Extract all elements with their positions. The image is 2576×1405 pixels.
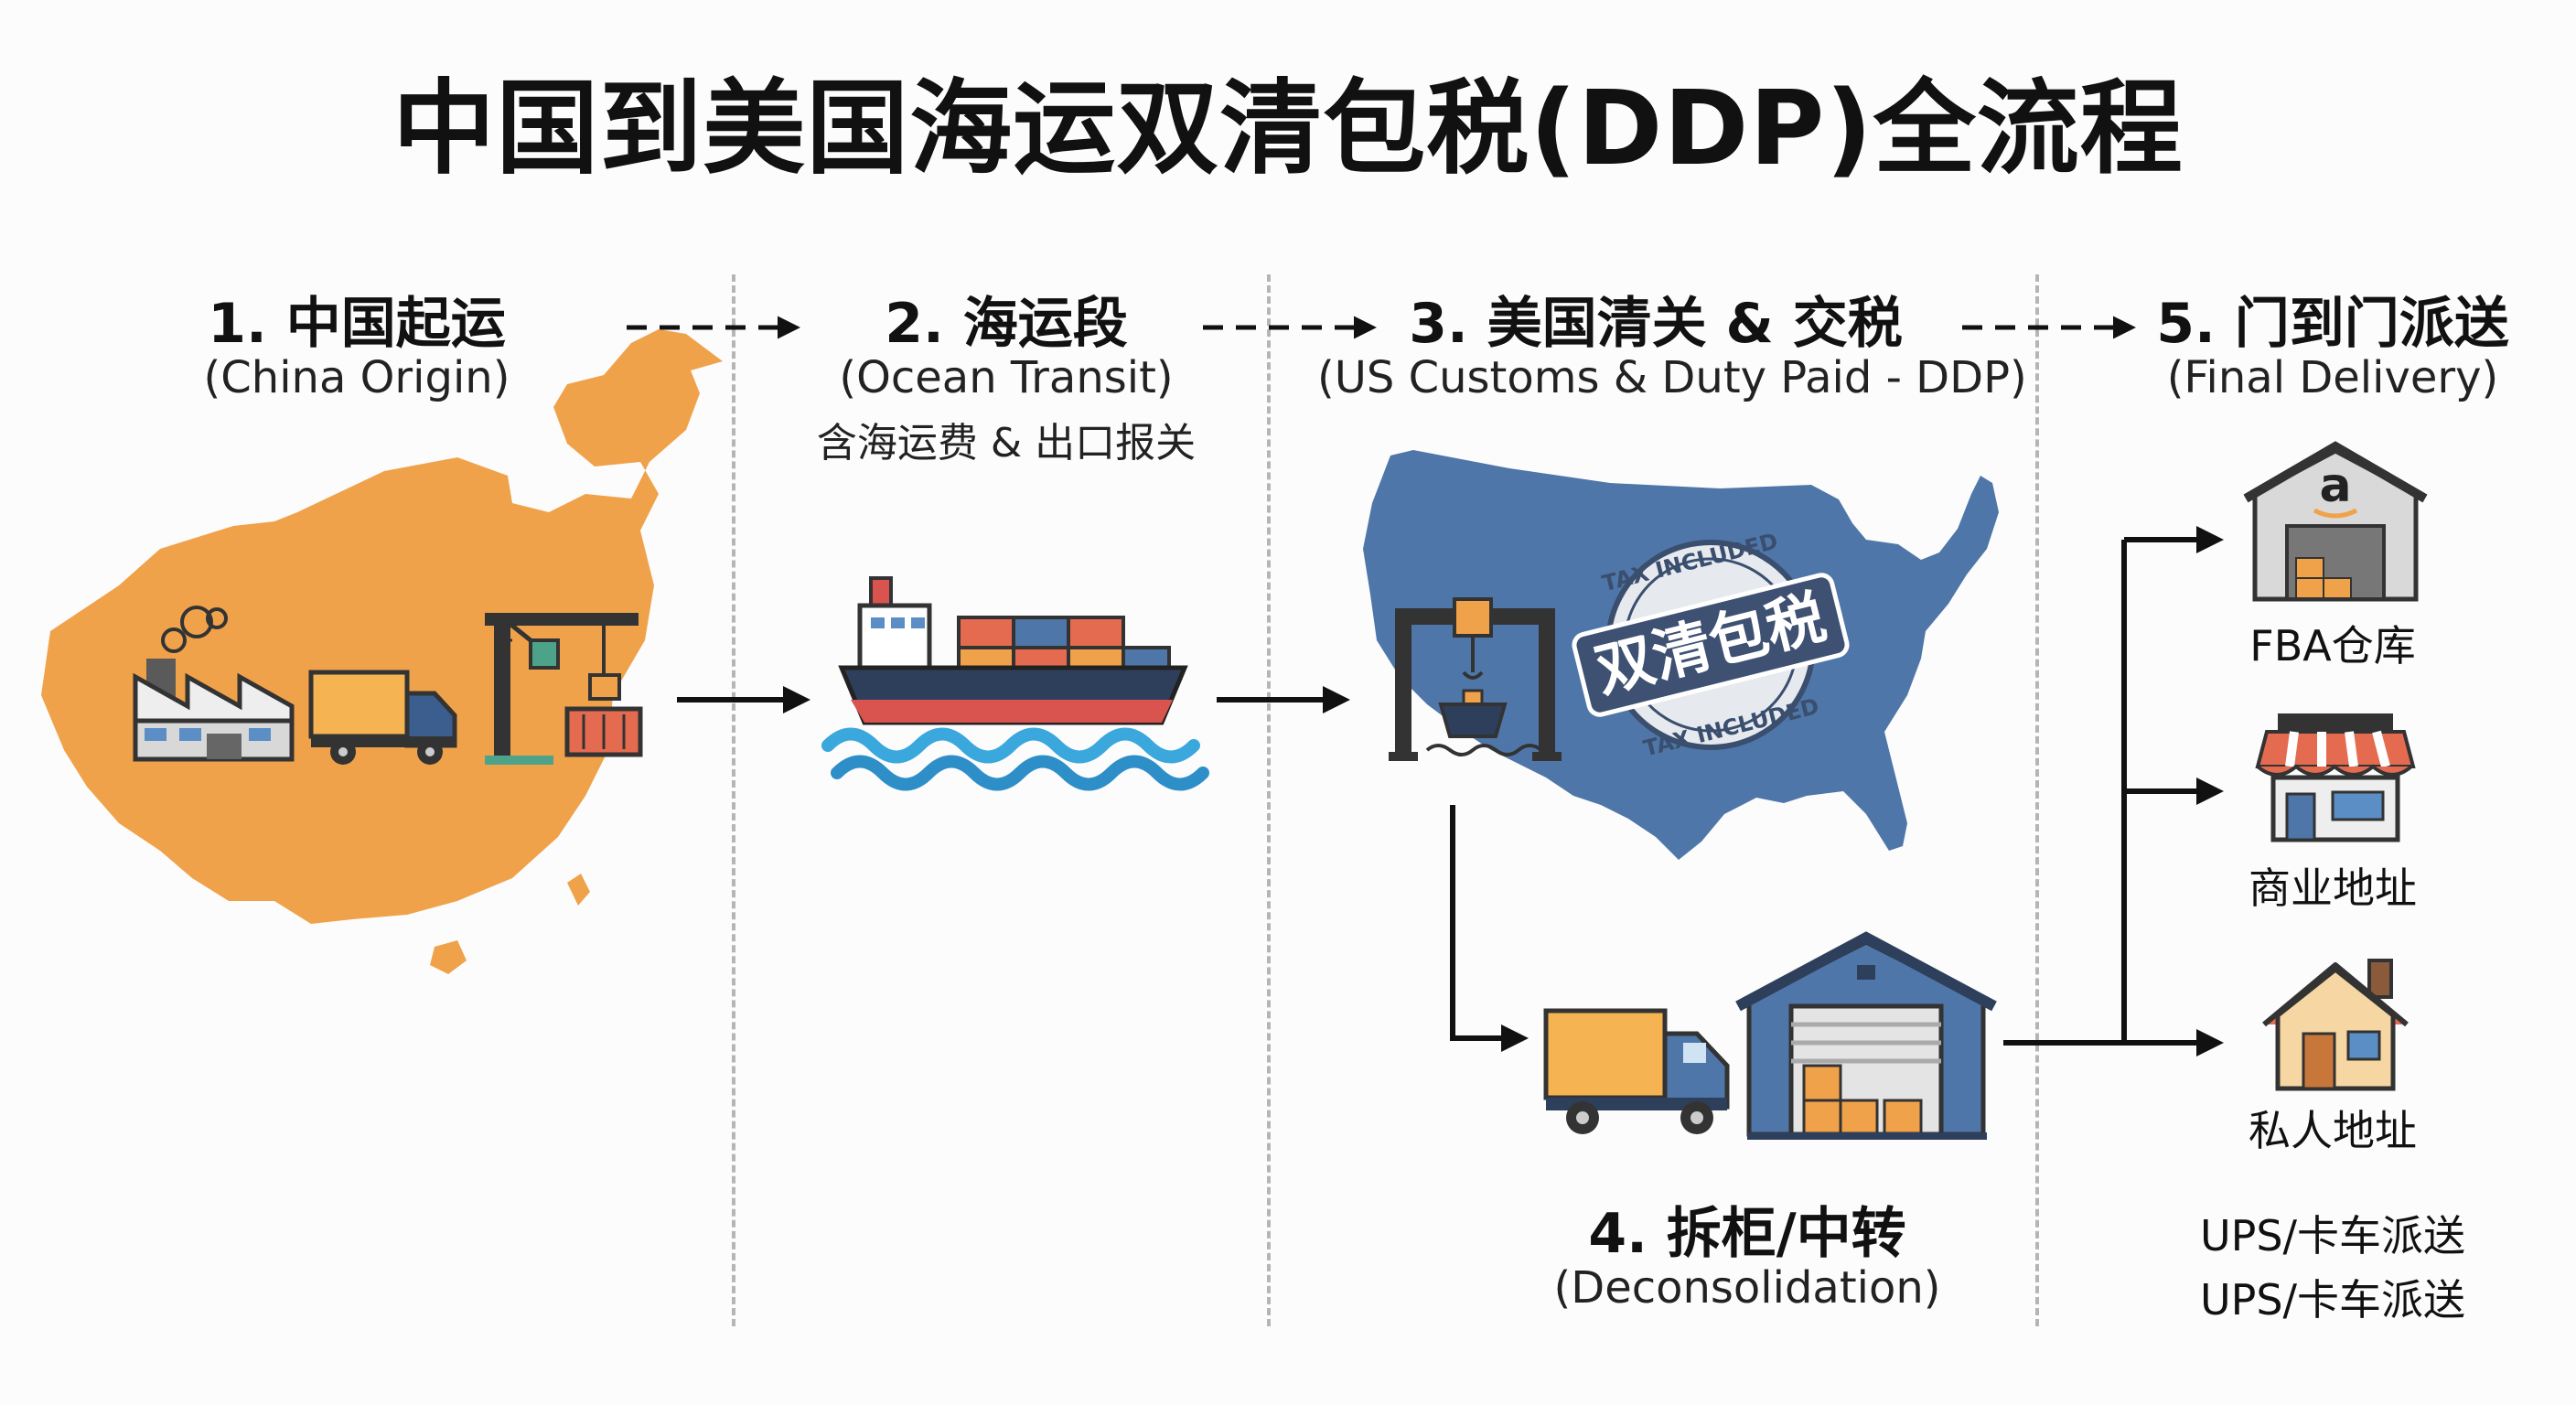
- step4-heading: 4. 拆柜/中转: [1588, 1202, 1906, 1266]
- column-divider-1: [732, 274, 735, 1326]
- customs-gantry-icon: [1389, 597, 1562, 761]
- cargo-ship-icon: [838, 576, 1188, 725]
- factory-icon: [133, 606, 295, 762]
- delivery-truck-icon: [1543, 1008, 1730, 1134]
- column-divider-2: [1267, 274, 1271, 1326]
- step3-subtitle: (US Customs & Duty Paid - DDP): [1317, 352, 2027, 403]
- flow-arrow-down: [1450, 805, 1529, 1052]
- step5-subtitle: (Final Delivery): [2166, 352, 2499, 403]
- storefront-icon: [2255, 713, 2416, 842]
- branch-arrows: [2003, 526, 2224, 1056]
- step2-heading: 2. 海运段: [885, 292, 1128, 356]
- fba-warehouse-icon: a: [2243, 441, 2428, 602]
- step4-subtitle: (Deconsolidation): [1553, 1262, 1941, 1314]
- house-icon: [2262, 959, 2409, 1091]
- truck-icon: [308, 670, 457, 765]
- delivery-note-1: UPS/卡车派送: [2199, 1211, 2466, 1260]
- step1-subtitle: (China Origin): [203, 352, 510, 403]
- page-title: 中国到美国海运双清包税(DDP)全流程: [392, 70, 2184, 188]
- step5-heading: 5. 门到门派送: [2156, 292, 2509, 356]
- destination-residential-label: 私人地址: [2249, 1106, 2417, 1155]
- step3-heading: 3. 美国清关 & 交税: [1409, 292, 1903, 356]
- step2-subtitle: (Ocean Transit): [839, 352, 1174, 403]
- china-map: [41, 329, 723, 974]
- step1-heading: 1. 中国起运: [208, 292, 506, 356]
- column-divider-3: [2035, 274, 2039, 1326]
- amazon-logo: a: [2319, 458, 2351, 513]
- port-crane-icon: [485, 613, 643, 765]
- warehouse-icon: [1735, 931, 1997, 1140]
- step2-note: 含海运费 & 出口报关: [816, 420, 1197, 467]
- ocean-waves: [821, 727, 1209, 791]
- destination-fba-label: FBA仓库: [2249, 621, 2416, 670]
- delivery-note-2: UPS/卡车派送: [2199, 1275, 2466, 1325]
- destination-business-label: 商业地址: [2249, 863, 2417, 913]
